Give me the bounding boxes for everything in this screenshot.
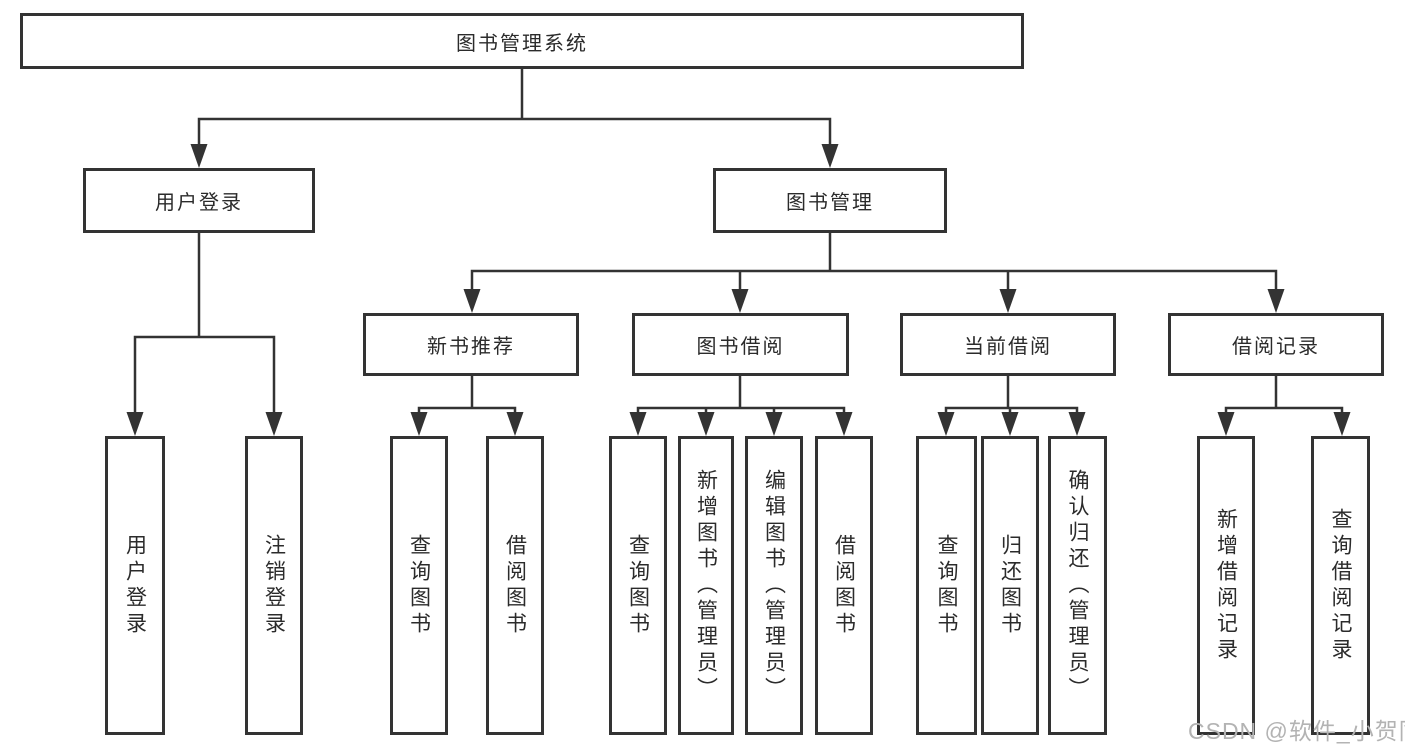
leaf-logout-label: 注销登录 — [262, 533, 286, 638]
connector-root-to-level2 — [197, 67, 832, 150]
leaf-add-books-admin: 新增图书（管理员） — [678, 436, 734, 735]
leaf-edit-books-admin: 编辑图书（管理员） — [745, 436, 803, 735]
connector-book-borrow-to-leaves — [636, 374, 846, 420]
node-new-book-recommend-label: 新书推荐 — [427, 336, 515, 358]
leaf-add-borrow-record-label: 新增借阅记录 — [1214, 507, 1238, 664]
leaf-return-books: 归还图书 — [981, 436, 1039, 735]
node-new-book-recommend: 新书推荐 — [363, 313, 579, 376]
connector-borrow-records-to-leaves — [1224, 374, 1344, 420]
leaf-borrow-books-label: 借阅图书 — [832, 533, 856, 638]
csdn-watermark: CSDN @软件_小贺同学 — [1188, 718, 1405, 744]
node-borrow-records: 借阅记录 — [1168, 313, 1384, 376]
leaf-add-books-admin-label: 新增图书（管理员） — [694, 468, 718, 703]
leaf-query-borrow-record: 查询借阅记录 — [1311, 436, 1370, 735]
leaf-logout: 注销登录 — [245, 436, 303, 735]
leaf-query-books-recommend: 查询图书 — [390, 436, 448, 735]
leaf-query-books-current: 查询图书 — [916, 436, 977, 735]
leaf-confirm-return-admin-label: 确认归还（管理员） — [1066, 468, 1089, 703]
connector-new-book-recommend-to-leaves — [417, 374, 517, 420]
leaf-query-books-borrow-label: 查询图书 — [626, 533, 650, 638]
leaf-return-books-label: 归还图书 — [998, 533, 1022, 638]
leaf-edit-books-admin-label: 编辑图书（管理员） — [762, 468, 786, 703]
node-book-management: 图书管理 — [713, 168, 947, 233]
leaf-add-borrow-record: 新增借阅记录 — [1197, 436, 1255, 735]
leaf-borrow-books-recommend-label: 借阅图书 — [503, 533, 527, 638]
leaf-query-borrow-record-label: 查询借阅记录 — [1329, 507, 1352, 664]
connector-user-login-to-leaves — [133, 231, 276, 418]
arrowheads — [126, 144, 1351, 436]
leaf-query-books-recommend-label: 查询图书 — [407, 533, 431, 638]
leaf-query-books-borrow: 查询图书 — [609, 436, 667, 735]
node-user-login: 用户登录 — [83, 168, 315, 233]
leaf-borrow-books-recommend: 借阅图书 — [486, 436, 544, 735]
node-book-management-label: 图书管理 — [786, 192, 874, 214]
node-current-borrow-label: 当前借阅 — [964, 336, 1052, 358]
node-root: 图书管理系统 — [20, 13, 1024, 69]
node-borrow-records-label: 借阅记录 — [1232, 336, 1320, 358]
node-current-borrow: 当前借阅 — [900, 313, 1116, 376]
leaf-user-login-label: 用户登录 — [123, 533, 147, 638]
leaf-borrow-books: 借阅图书 — [815, 436, 873, 735]
leaf-user-login: 用户登录 — [105, 436, 165, 735]
node-user-login-label: 用户登录 — [155, 192, 243, 214]
connector-book-management-to-level3 — [470, 231, 1278, 295]
connector-current-borrow-to-leaves — [944, 374, 1079, 420]
node-book-borrow: 图书借阅 — [632, 313, 849, 376]
node-book-borrow-label: 图书借阅 — [696, 336, 785, 358]
leaf-query-books-current-label: 查询图书 — [935, 533, 958, 638]
leaf-confirm-return-admin: 确认归还（管理员） — [1048, 436, 1107, 735]
node-root-label: 图书管理系统 — [456, 32, 588, 55]
